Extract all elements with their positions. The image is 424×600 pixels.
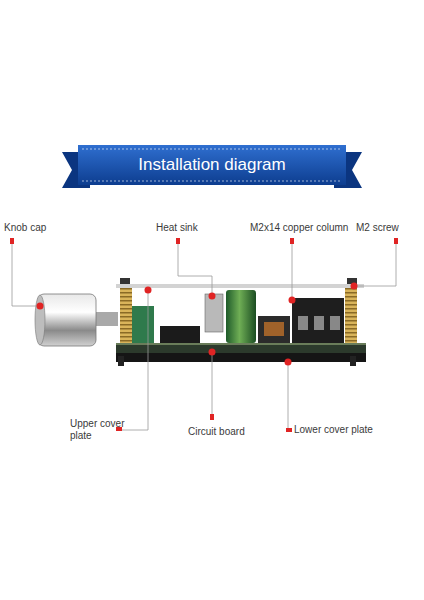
part-label: Knob cap (4, 222, 84, 234)
part-label: Lower cover plate (294, 424, 404, 436)
leader-dots (10, 238, 398, 432)
part-label: Circuit board (188, 426, 268, 438)
title-banner (62, 145, 362, 188)
leader-lines (12, 240, 396, 430)
amplifier-module (35, 278, 366, 366)
part-label: Heat sink (156, 222, 236, 234)
part-label: M2x14 copper column (250, 222, 370, 234)
title: Installation diagram (78, 155, 346, 175)
part-label: M2 screw (356, 222, 422, 234)
part-label: Upper cover plate (70, 418, 128, 442)
